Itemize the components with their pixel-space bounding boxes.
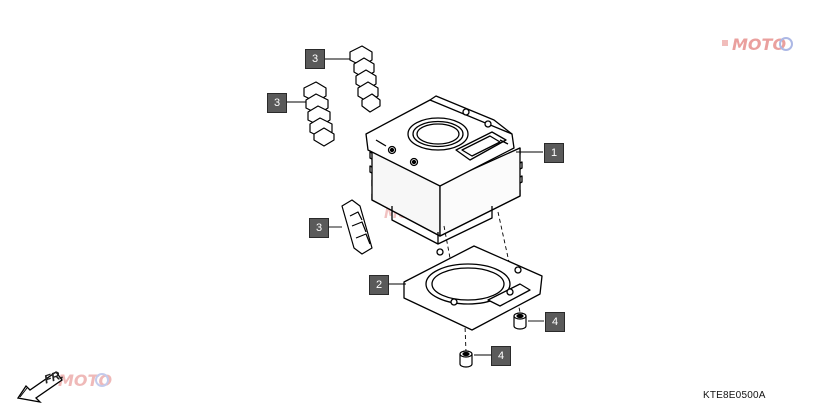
damper-rubber-top — [349, 45, 381, 113]
callout-3a: 3 — [305, 49, 325, 69]
callout-4b: 4 — [491, 346, 511, 366]
watermark-logo-bottom: MOTO — [58, 371, 112, 390]
diagram-reference-code: KTE8E0500A — [703, 390, 766, 401]
leader-lines — [286, 58, 544, 356]
dowel-pin-left — [459, 350, 473, 368]
cylinder-gasket — [403, 245, 543, 331]
callout-3c: 3 — [309, 218, 329, 238]
damper-rubber-lower — [341, 199, 373, 255]
watermark-text-bottom: MOTO — [58, 371, 112, 390]
callout-4a: 4 — [545, 312, 565, 332]
watermark-logo-top: MOTO — [722, 35, 793, 54]
cylinder-block — [365, 95, 523, 245]
watermark-text-top: MOTO — [732, 35, 786, 54]
front-direction-arrow — [16, 371, 63, 404]
callout-3b: 3 — [267, 93, 287, 113]
dowel-pin-right — [513, 312, 527, 330]
callout-2: 2 — [369, 275, 389, 295]
damper-rubber-middle — [303, 81, 335, 147]
callout-1: 1 — [544, 143, 564, 163]
